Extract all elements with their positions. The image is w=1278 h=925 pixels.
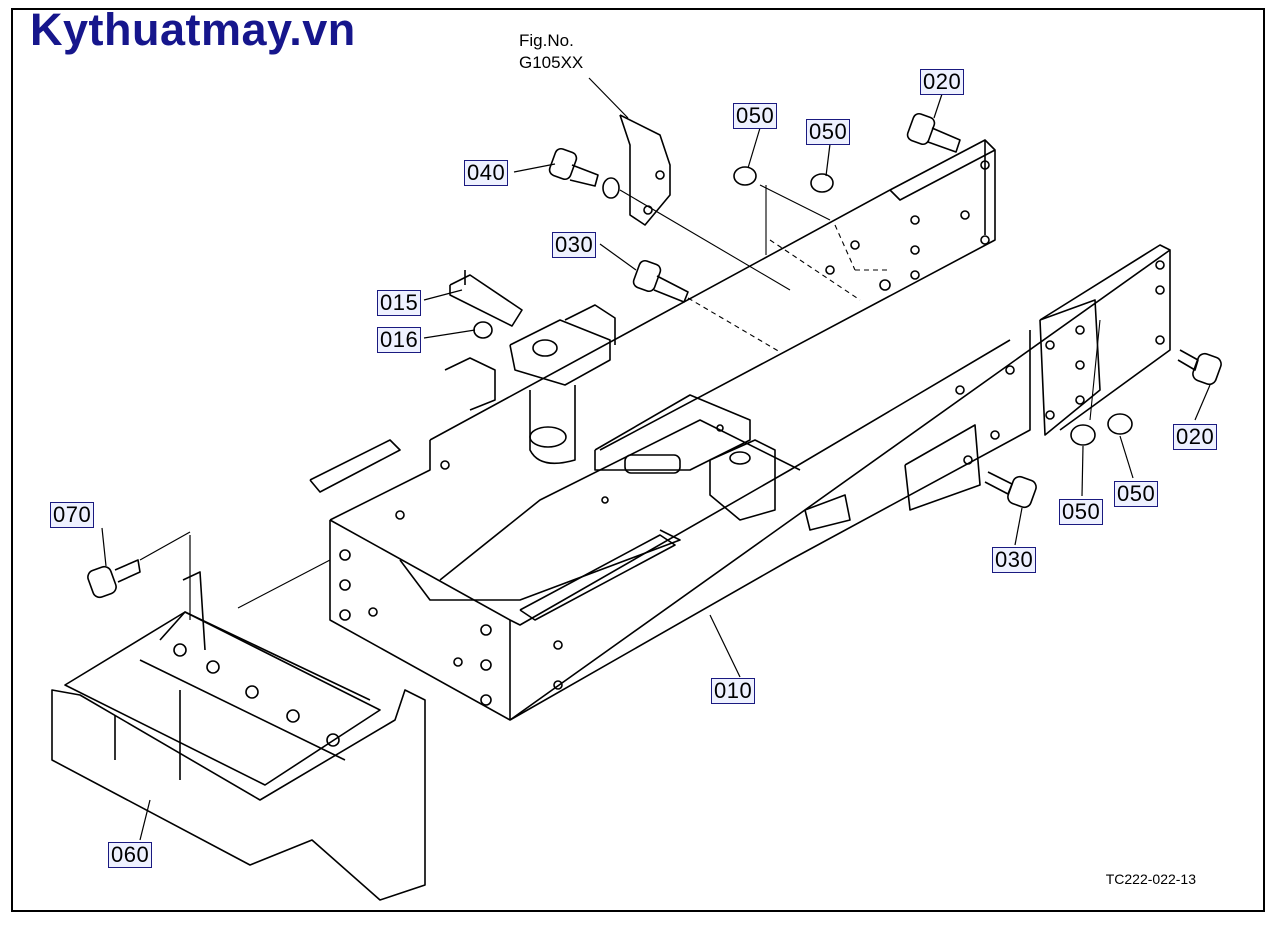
callout-020-right: 020 <box>1173 424 1218 450</box>
callout-010: 010 <box>711 678 756 704</box>
callout-070: 070 <box>50 502 95 528</box>
callout-015: 015 <box>377 290 422 316</box>
bolt-part-030-right <box>984 471 1037 509</box>
callout-040: 040 <box>464 160 509 186</box>
front-frame-part-010 <box>309 139 1171 721</box>
drawing-frame <box>11 8 1265 912</box>
leader-lines <box>101 77 1211 841</box>
bolt-part-070 <box>87 559 141 599</box>
figure-label: Fig.No. <box>519 31 574 50</box>
figure-reference: Fig.No. G105XX <box>519 30 583 74</box>
nut-part-016 <box>473 321 493 339</box>
callout-030-right: 030 <box>992 547 1037 573</box>
bolt-part-020-right <box>1177 349 1222 386</box>
assembly-solid-lines <box>237 184 1101 609</box>
callout-016: 016 <box>377 327 422 353</box>
bolt-part-040 <box>548 147 620 199</box>
assembly-dashed-lines <box>687 224 890 353</box>
figure-number: G105XX <box>519 53 584 72</box>
callout-030-top: 030 <box>552 232 597 258</box>
callout-060: 060 <box>108 842 153 868</box>
callout-050-b: 050 <box>806 119 851 145</box>
counterweight-part-060 <box>51 571 426 901</box>
brand-watermark: Kythuatmay.vn <box>30 4 356 55</box>
plate-part-015 <box>449 270 523 327</box>
bolt-part-020-top <box>906 112 961 153</box>
bushing-part-050 <box>733 166 1133 446</box>
callout-050-a: 050 <box>733 103 778 129</box>
fig-bracket-g105xx <box>619 114 671 226</box>
callout-020-top: 020 <box>920 69 965 95</box>
callout-050-c: 050 <box>1059 499 1104 525</box>
bolt-part-030-top <box>632 259 689 303</box>
callout-050-d: 050 <box>1114 481 1159 507</box>
drawing-reference-code: TC222-022-13 <box>1105 871 1196 887</box>
